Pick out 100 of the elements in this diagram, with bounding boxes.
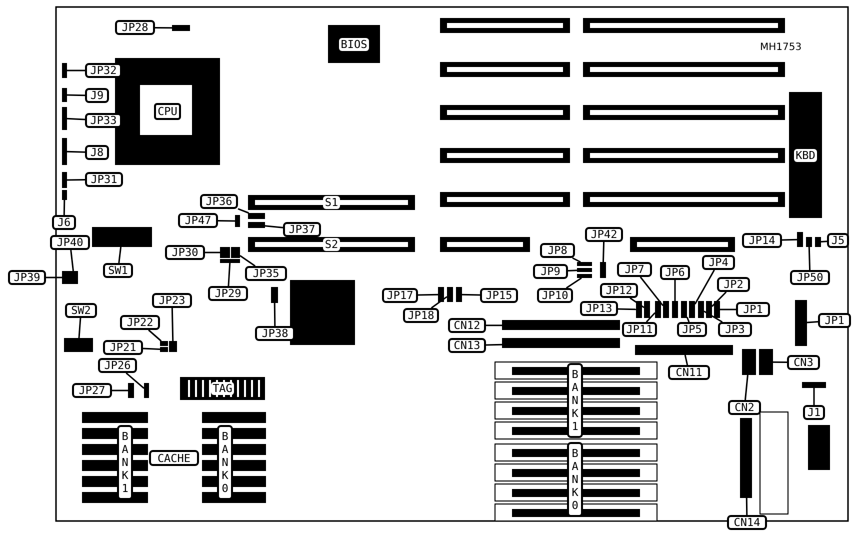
leader-line (418, 294, 438, 296)
leader-line (78, 318, 82, 338)
jumper-block (577, 262, 592, 266)
leader-line (566, 277, 582, 289)
callout-label: JP33 (85, 113, 122, 128)
callout-label: JP23 (152, 293, 192, 308)
callout-label: JP50 (790, 270, 830, 285)
callout-label: JP31 (85, 172, 123, 187)
component-label: TAG (210, 382, 234, 395)
jumper-block (698, 301, 704, 318)
jumper-block (600, 262, 606, 278)
callout-label: CN11 (668, 365, 710, 380)
callout-label: JP35 (245, 266, 287, 281)
leader-line (602, 242, 605, 262)
jumper-block (62, 107, 67, 130)
leader-line (820, 240, 828, 243)
callout-label: JP22 (120, 315, 160, 330)
pin-header (742, 349, 756, 375)
pin-header (802, 382, 826, 388)
leader-line (694, 270, 715, 305)
callout-label: J6 (52, 215, 76, 230)
callout-label: JP38 (255, 326, 295, 341)
callout-label: JP17 (382, 288, 418, 303)
callout-label: JP8 (540, 243, 575, 258)
expansion-slot (248, 237, 415, 252)
callout-label: JP11 (622, 322, 657, 337)
callout-label: JP42 (585, 227, 623, 242)
jumper-block (681, 301, 687, 318)
jumper-block (714, 301, 720, 318)
expansion-slot (248, 195, 415, 210)
pin-header (502, 338, 620, 348)
leader-line (744, 374, 748, 400)
callout-label: JP36 (200, 194, 238, 209)
jumper-block (62, 138, 67, 165)
leader-line (118, 246, 122, 264)
leader-line (238, 208, 250, 214)
callout-label: CN14 (727, 515, 767, 530)
leader-line (240, 254, 256, 267)
leader-line (148, 329, 162, 342)
leader-line (126, 372, 144, 389)
leader-line (813, 388, 815, 405)
jumper-block (689, 301, 695, 318)
leader-line (66, 118, 86, 120)
jumper-block (636, 301, 642, 318)
jumper-block (577, 268, 592, 272)
jumper-block (220, 259, 240, 263)
pin-header (635, 345, 733, 355)
component-label: S1 (322, 196, 340, 209)
dip-switch (64, 338, 93, 352)
callout-label: JP2 (717, 277, 750, 292)
jumper-block (62, 271, 70, 284)
jumper-block (806, 237, 812, 247)
callout-label: J1 (803, 405, 825, 420)
leader-line (568, 270, 578, 272)
leader-line (720, 308, 736, 310)
leader-line (746, 498, 748, 516)
callout-label: JP26 (98, 358, 137, 373)
jumper-block (577, 274, 592, 278)
callout-label: J8 (85, 145, 109, 160)
callout-label: JP47 (178, 213, 218, 228)
callout-label: JP7 (617, 262, 652, 277)
leader-line (205, 252, 220, 254)
model-number: MH1753 (760, 42, 802, 53)
leader-line (112, 390, 128, 392)
leader-line (66, 94, 86, 96)
callout-label: JP28 (115, 20, 155, 35)
dip-switch (92, 227, 152, 247)
component-label: KBD (794, 148, 818, 162)
callout-label: J9 (85, 88, 109, 103)
component-label: CPU (154, 103, 182, 120)
callout-label: JP15 (480, 288, 518, 303)
leader-line (486, 324, 502, 326)
leader-line (154, 26, 172, 29)
cache-label: CACHE (149, 450, 199, 466)
cpu-socket (115, 58, 220, 165)
jumper-block (456, 287, 462, 302)
leader-line (773, 361, 788, 364)
callout-label: JP18 (403, 308, 439, 323)
leader-line (462, 294, 480, 296)
component-label: BIOS (338, 38, 370, 50)
callout-label: JP32 (85, 63, 122, 78)
callout-label: JP1 (736, 302, 770, 317)
callout-label: JP6 (660, 265, 690, 280)
callout-label: JP10 (537, 288, 573, 303)
jumper-block (231, 247, 240, 258)
leader-line (674, 280, 676, 301)
leader-line (711, 291, 727, 307)
callout-label: JP13 (580, 301, 618, 316)
jumper-block (160, 347, 168, 352)
callout-label: JP21 (103, 340, 143, 355)
callout-label: JP39 (8, 270, 46, 285)
jumper-block (248, 222, 265, 228)
jumper-block (438, 287, 444, 302)
callout-label: CN12 (448, 318, 486, 333)
callout-label: JP29 (208, 286, 248, 301)
leader-line (808, 246, 811, 270)
callout-label: JP12 (600, 283, 638, 298)
leader-line (171, 308, 174, 342)
leader-line (686, 316, 690, 322)
callout-label: CN2 (728, 400, 761, 415)
